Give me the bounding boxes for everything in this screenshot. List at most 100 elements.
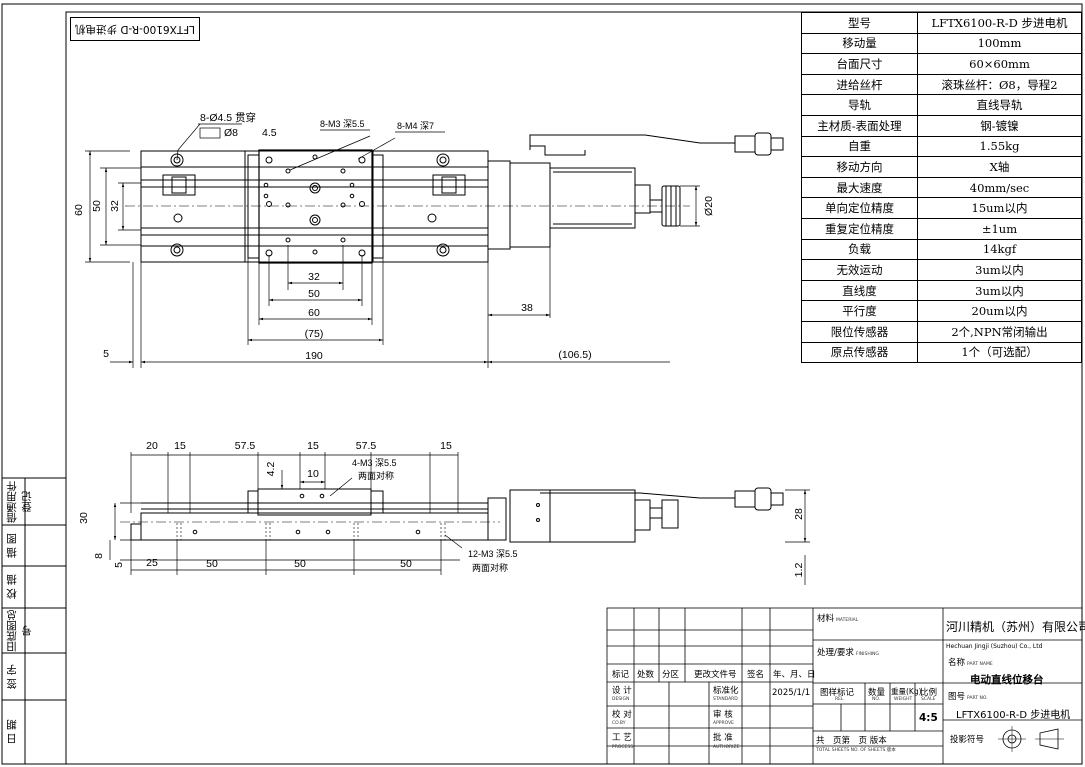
tb-qty-en: NO. <box>872 697 881 702</box>
side-label-check: 校 描 <box>6 574 18 600</box>
spec-value: 1个（可选配） <box>917 341 1082 364</box>
tb-sheets-en: TOTAL SHEETS NO. OF SHEETS 版本 <box>816 748 896 753</box>
tb-qty: 数量 <box>868 688 886 698</box>
dim-c10: 10 <box>307 468 319 480</box>
spec-key: 最大速度 <box>801 176 918 199</box>
spec-value: 60×60mm <box>917 53 1082 75</box>
side-label-trace: 描 图 <box>6 533 18 559</box>
base-hole <box>436 243 450 257</box>
spec-key: 台面尺寸 <box>801 53 918 75</box>
spec-value: 2个,NPN常闭输出 <box>917 320 1082 343</box>
spec-key: 直线度 <box>801 279 918 302</box>
tb-rev-h3: 更改文件号 <box>694 670 737 680</box>
dim-190-h: 190 <box>305 350 323 362</box>
dim-h28: 28 <box>793 508 805 520</box>
tb-std-en: STANDARD <box>713 697 738 702</box>
spec-value: 15um以内 <box>917 197 1082 219</box>
top-view <box>125 132 784 264</box>
spec-value: 40mm/sec <box>917 176 1082 199</box>
note-m3: 8-M3 深5.5 <box>320 119 365 129</box>
spec-key: 导轨 <box>801 94 918 116</box>
tb-process-en: PROCESS <box>612 745 634 750</box>
tb-proj-label: 投影符号 <box>950 735 985 745</box>
spec-key: 单向定位精度 <box>801 197 918 219</box>
dim-60-v: 60 <box>73 204 85 216</box>
dim-32-v: 32 <box>109 200 121 212</box>
side-table <box>257 488 372 516</box>
spec-value: 14kgf <box>917 238 1082 261</box>
tb-weight-en: WEIGHT <box>894 697 913 702</box>
dim-5-h: 5 <box>103 348 109 360</box>
dim-b50a: 50 <box>206 558 218 570</box>
dim-phi20: Ø20 <box>703 196 715 216</box>
side-label-reg: 借通用件登记 <box>6 481 33 523</box>
note-depth: 4.5 <box>262 127 277 139</box>
dim-h12: 1.2 <box>793 563 805 578</box>
spec-key: 进给丝杆 <box>801 73 918 96</box>
dim-t15b: 15 <box>307 440 319 452</box>
base-hole <box>170 153 184 167</box>
spec-value: ±1um <box>917 217 1082 240</box>
motor-cable <box>529 134 735 150</box>
motor-flange <box>487 160 511 250</box>
tb-design-en: DESIGN <box>612 697 630 702</box>
tb-weight: 重量(Kg) <box>891 687 922 696</box>
side-label-date: 日 期 <box>6 719 18 745</box>
dim-t15c: 15 <box>440 440 452 452</box>
dim-75-h: (75) <box>305 328 324 340</box>
note-m4: 8-M4 深7 <box>397 121 434 131</box>
dim-t57b: 57.5 <box>356 440 377 452</box>
note-side-top2: 两面对称 <box>358 470 394 481</box>
tb-review-en: APPROVE <box>713 721 735 726</box>
tb-mark-en: REL <box>835 697 844 702</box>
dim-h30: 30 <box>78 512 90 524</box>
spec-key: 主材质-表面处理 <box>801 114 918 137</box>
side-view-dims <box>109 452 810 585</box>
dim-38-h: 38 <box>521 302 533 314</box>
spec-value: 20um以内 <box>917 300 1082 322</box>
spec-key: 无效运动 <box>801 259 918 281</box>
side-flange <box>487 497 507 541</box>
base-hole <box>436 153 450 167</box>
spec-key: 负载 <box>801 238 918 261</box>
spec-value: 3um以内 <box>917 259 1082 281</box>
spec-value: 滚珠丝杆：Ø8，导程2 <box>917 73 1082 96</box>
spec-key: 型号 <box>801 12 918 34</box>
spec-key: 原点传感器 <box>801 341 918 364</box>
tb-design: 设 计 <box>612 686 632 696</box>
side-motor <box>509 489 551 543</box>
stepper-motor <box>509 162 551 248</box>
side-base <box>140 512 489 541</box>
tb-scale-en: SCALE <box>921 697 936 702</box>
dim-60-h: 60 <box>308 307 320 319</box>
spec-row: 导轨直线导轨 <box>801 94 1082 116</box>
spec-row: 主材质-表面处理钢-镀镍 <box>801 114 1082 137</box>
spec-value: 直线导轨 <box>917 94 1082 116</box>
tb-rev-h4: 签名 <box>747 670 765 680</box>
spec-key: 重复定位精度 <box>801 217 918 240</box>
note-side-top: 4-M3 深5.5 <box>352 458 397 468</box>
dim-h8: 8 <box>93 553 105 559</box>
dim-b50b: 50 <box>294 558 306 570</box>
base-hole <box>170 243 184 257</box>
spec-row: 进给丝杆滚珠丝杆：Ø8，导程2 <box>801 73 1082 96</box>
dim-t57a: 57.5 <box>235 440 256 452</box>
spec-value: X轴 <box>917 156 1082 178</box>
dim-50-h: 50 <box>308 288 320 300</box>
spec-value: LFTX6100-R-D 步进电机 <box>917 12 1082 34</box>
